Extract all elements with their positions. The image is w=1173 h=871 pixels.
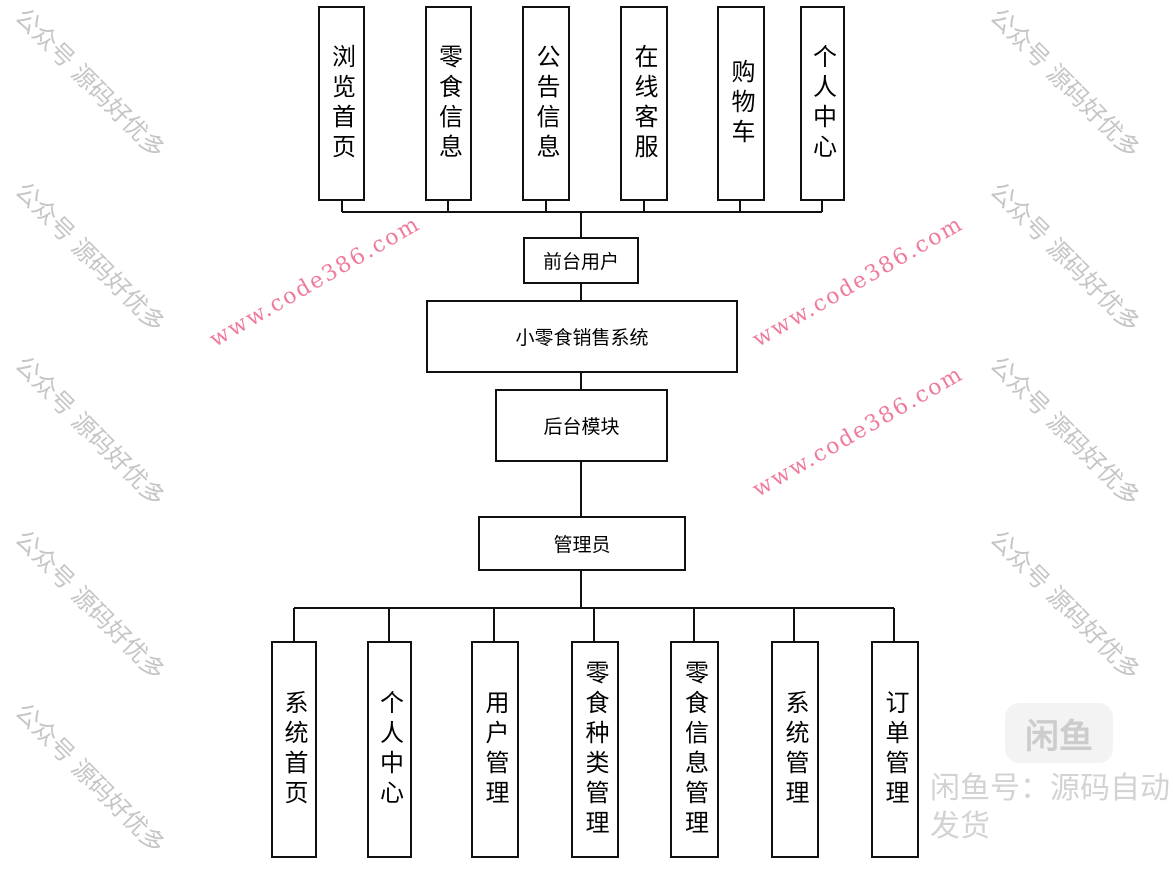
admin-node: 管理员 bbox=[478, 516, 686, 571]
module-label: 公告信息 bbox=[532, 43, 560, 164]
module-label: 系统管理 bbox=[781, 689, 809, 810]
module-label: 零食信息 bbox=[434, 43, 463, 164]
module-label: 系统首页 bbox=[280, 689, 308, 810]
xianyu-logo: 闲鱼 bbox=[1005, 703, 1113, 763]
module-label: 浏览首页 bbox=[327, 43, 356, 164]
module-label: 零食种类管理 bbox=[581, 659, 609, 840]
module-label: 在线客服 bbox=[630, 43, 658, 164]
admin-module-system: 系统管理 bbox=[771, 641, 819, 858]
front-module-profile: 个人中心 bbox=[800, 6, 845, 201]
module-label: 零食信息管理 bbox=[680, 659, 709, 840]
system-node: 小零食销售系统 bbox=[426, 300, 738, 373]
module-label: 购物车 bbox=[727, 58, 755, 149]
node-label: 前台用户 bbox=[542, 251, 619, 273]
admin-module-orders: 订单管理 bbox=[871, 641, 919, 858]
front-module-browse-home: 浏览首页 bbox=[318, 6, 365, 201]
admin-module-snack-info: 零食信息管理 bbox=[670, 641, 719, 858]
node-label: 管理员 bbox=[553, 534, 611, 556]
admin-module-home: 系统首页 bbox=[271, 641, 317, 858]
node-label: 小零食销售系统 bbox=[515, 327, 649, 349]
front-user-node: 前台用户 bbox=[523, 237, 639, 284]
admin-module-snack-categories: 零食种类管理 bbox=[571, 641, 619, 858]
front-module-snack-info: 零食信息 bbox=[425, 6, 472, 201]
watermark-bottom: 闲鱼号：源码自动发货 bbox=[930, 771, 1170, 844]
admin-module-users: 用户管理 bbox=[471, 641, 519, 858]
node-label: 后台模块 bbox=[543, 416, 620, 438]
front-module-online-service: 在线客服 bbox=[620, 6, 668, 201]
backend-node: 后台模块 bbox=[495, 389, 668, 462]
front-module-cart: 购物车 bbox=[717, 6, 765, 201]
module-label: 用户管理 bbox=[481, 689, 509, 810]
module-label: 个人中心 bbox=[375, 689, 404, 810]
module-label: 个人中心 bbox=[808, 43, 837, 164]
front-module-announcements: 公告信息 bbox=[522, 6, 570, 201]
admin-module-profile: 个人中心 bbox=[367, 641, 412, 858]
module-label: 订单管理 bbox=[881, 689, 909, 810]
